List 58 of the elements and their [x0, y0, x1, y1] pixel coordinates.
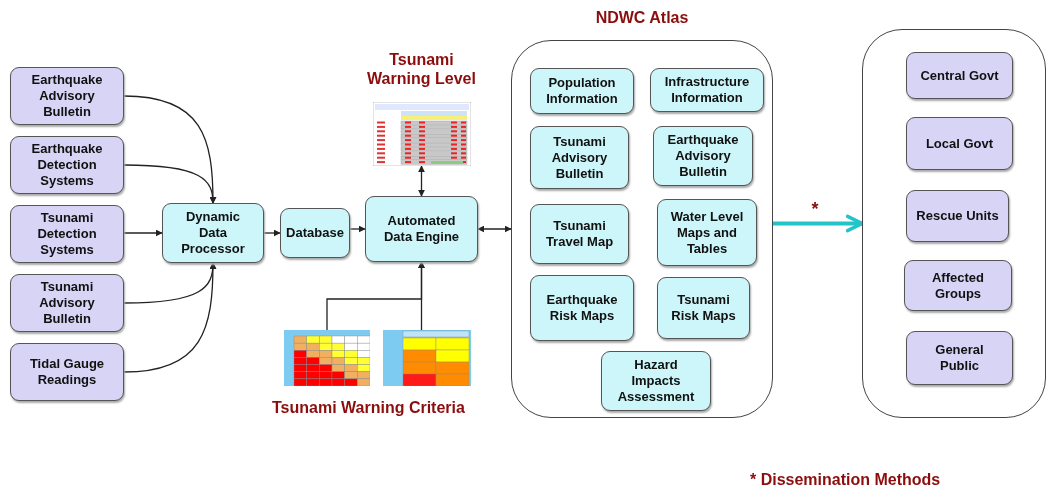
box-label: Rescue Units	[915, 208, 1000, 224]
footnote: * Dissemination Methods	[750, 470, 942, 489]
process-box	[653, 126, 753, 186]
arrow	[418, 261, 425, 331]
process-box	[280, 208, 350, 258]
box-label: Tsunami Advisory Bulletin	[38, 279, 96, 327]
box-label: General Public	[934, 342, 985, 374]
box-label: Tsunami Advisory Bulletin	[550, 133, 609, 182]
box-label: Affected Groups	[931, 269, 985, 302]
process-box	[906, 117, 1013, 170]
process-box	[530, 68, 634, 114]
box-label: Central Govt	[919, 67, 1000, 84]
box-label: Local Govt	[924, 135, 995, 152]
process-box	[10, 343, 124, 401]
box-label: Earthquake Advisory Bulletin	[666, 132, 740, 180]
process-box	[530, 204, 629, 264]
process-box	[10, 274, 124, 332]
arrow	[263, 229, 281, 237]
picture-caption: Tsunami Warning Criteria	[272, 398, 466, 417]
box-label: Water Level Maps and Tables	[669, 208, 745, 257]
box-label: Database	[285, 225, 345, 241]
process-box	[10, 67, 124, 125]
box-label: Population Information	[545, 75, 619, 107]
box-label: Hazard Impacts Assessment	[616, 357, 696, 405]
process-box	[10, 136, 124, 194]
panel-heading: NDWC Atlas	[595, 9, 689, 26]
process-box	[650, 68, 764, 112]
process-box	[365, 196, 478, 262]
process-box	[601, 351, 711, 411]
box-label: Automated Data Engine	[382, 213, 461, 245]
process-box	[906, 52, 1013, 99]
process-box	[530, 275, 634, 341]
box-label: Tidal Gauge Readings	[28, 356, 106, 388]
box-label: Tsunami Risk Maps	[670, 292, 737, 324]
process-box	[906, 331, 1013, 385]
arrow	[418, 165, 425, 197]
box-label: Dynamic Data Processor	[180, 209, 246, 257]
box-label: Infrastructure Information	[663, 74, 751, 106]
process-box	[657, 199, 757, 266]
process-box	[657, 277, 750, 339]
box-label: Tsunami Detection Systems	[36, 210, 98, 258]
arrow	[477, 225, 512, 233]
arrow	[123, 229, 163, 237]
box-label: Earthquake Advisory Bulletin	[30, 72, 104, 120]
arrow	[773, 214, 864, 233]
panel-frame	[862, 29, 1046, 418]
process-box	[162, 203, 264, 263]
arrow	[123, 164, 217, 204]
process-box	[530, 126, 629, 189]
process-box	[10, 205, 124, 263]
picture-heading: Tsunami Warning Level	[366, 50, 477, 88]
box-label: Earthquake Risk Maps	[545, 292, 619, 324]
box-label: Earthquake Detection Systems	[30, 141, 104, 189]
process-box	[904, 260, 1012, 311]
arrow	[349, 225, 366, 233]
arrow	[123, 262, 217, 373]
process-box	[906, 190, 1009, 242]
box-label: Tsunami Travel Map	[544, 218, 615, 250]
